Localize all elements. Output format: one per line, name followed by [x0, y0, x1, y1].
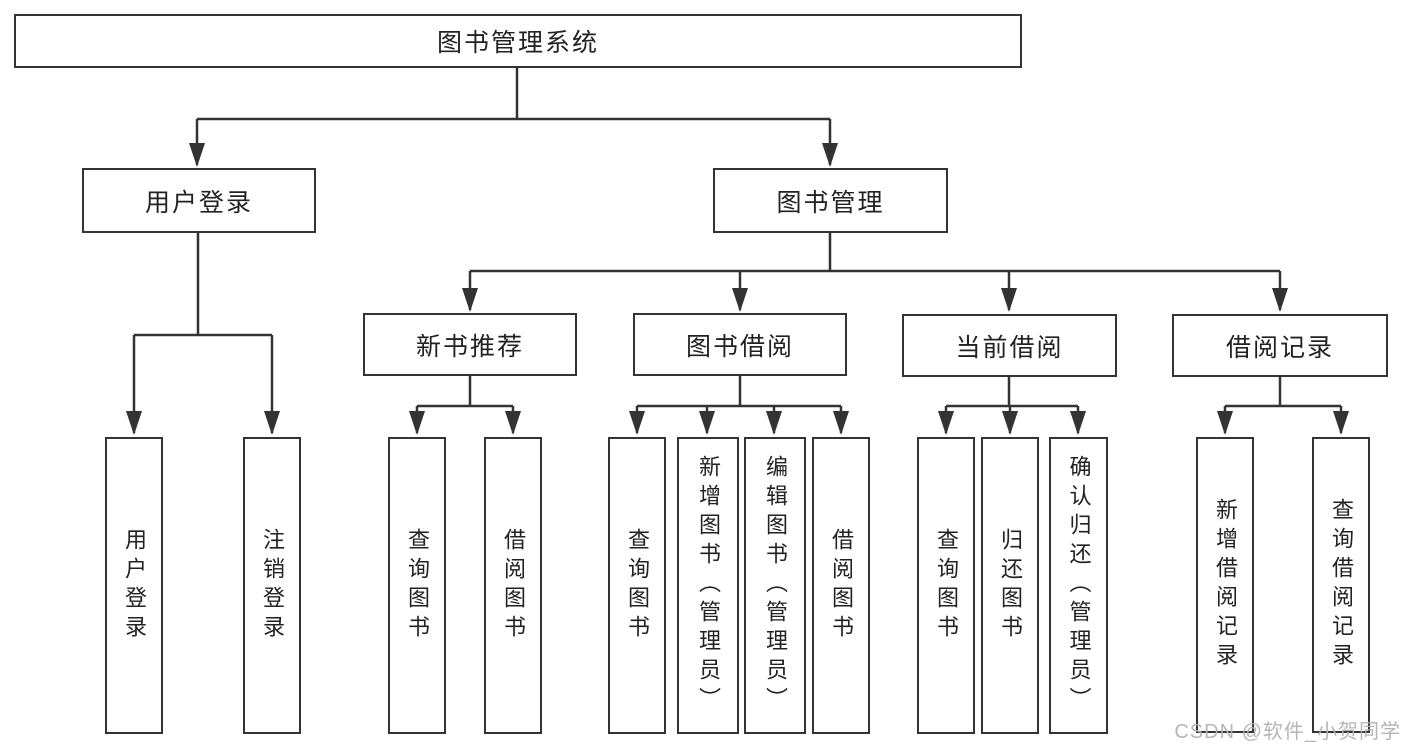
- connector-root-bar: [197, 67, 830, 121]
- leaf-borrow-books: 借阅图书: [812, 437, 870, 734]
- leaf-query-books-recommend: 查询图书: [388, 437, 446, 734]
- node-book-management: 图书管理: [713, 168, 948, 233]
- leaf-user-login: 用户登录: [105, 437, 163, 734]
- node-root-system: 图书管理系统: [14, 14, 1022, 68]
- leaf-add-borrow-record: 新增借阅记录: [1196, 437, 1254, 733]
- connector-book-borrow-bar: [637, 376, 841, 408]
- leaf-query-books-borrow: 查询图书: [608, 437, 666, 734]
- leaf-edit-books-admin: 编辑图书（管理员）: [744, 437, 806, 734]
- leaf-query-borrow-record: 查询借阅记录: [1312, 437, 1370, 733]
- node-current-borrow: 当前借阅: [902, 314, 1117, 377]
- connector-book-management-bar: [470, 233, 1280, 273]
- connector-borrow-records-bar: [1225, 377, 1341, 408]
- leaf-confirm-return-admin: 确认归还（管理员）: [1049, 437, 1108, 734]
- connector-current-borrow-bar: [946, 377, 1078, 408]
- node-new-book-recommend: 新书推荐: [363, 313, 577, 376]
- node-book-borrow: 图书借阅: [633, 313, 847, 376]
- leaf-return-books: 归还图书: [981, 437, 1039, 734]
- leaf-add-books-admin: 新增图书（管理员）: [677, 437, 739, 734]
- leaf-query-books-current: 查询图书: [917, 437, 975, 734]
- node-user-login: 用户登录: [82, 168, 316, 233]
- node-borrow-records: 借阅记录: [1172, 314, 1388, 377]
- connector-new-book-bar: [417, 376, 513, 408]
- leaf-borrow-books-recommend: 借阅图书: [484, 437, 542, 734]
- connector-user-login-bar: [134, 233, 272, 337]
- leaf-logout: 注销登录: [243, 437, 301, 734]
- csdn-watermark: CSDN @软件_小贺同学: [1174, 721, 1401, 743]
